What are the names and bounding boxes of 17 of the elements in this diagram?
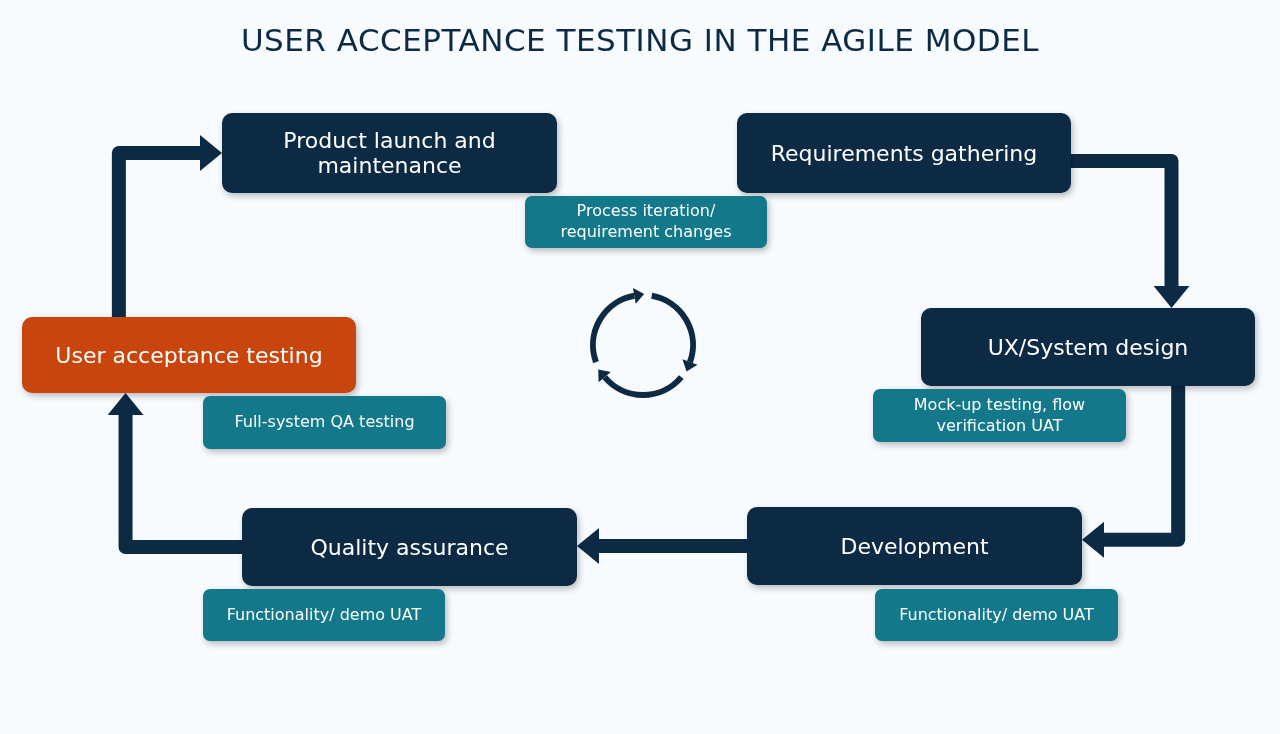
arrow bbox=[107, 393, 242, 554]
stage-box: Product launch and maintenance bbox=[222, 113, 557, 193]
uat-tag: Functionality/ demo UAT bbox=[875, 589, 1118, 641]
stage-box: User acceptance testing bbox=[22, 317, 356, 393]
uat-tag: Full-system QA testing bbox=[203, 396, 446, 449]
arrow bbox=[1082, 386, 1186, 558]
uat-tag: Functionality/ demo UAT bbox=[203, 589, 445, 641]
uat-tag: Process iteration/ requirement changes bbox=[525, 196, 767, 248]
uat-tag: Mock-up testing, flow verification UAT bbox=[873, 389, 1126, 442]
stage-box: Requirements gathering bbox=[737, 113, 1071, 193]
arrow bbox=[1071, 154, 1190, 308]
arrow bbox=[577, 528, 747, 564]
stage-box: Quality assurance bbox=[242, 508, 577, 586]
stage-box: Development bbox=[747, 507, 1082, 585]
diagram-title: USER ACCEPTANCE TESTING IN THE AGILE MODEL bbox=[239, 22, 1041, 58]
stage-box: UX/System design bbox=[921, 308, 1255, 386]
arrow bbox=[111, 135, 222, 317]
